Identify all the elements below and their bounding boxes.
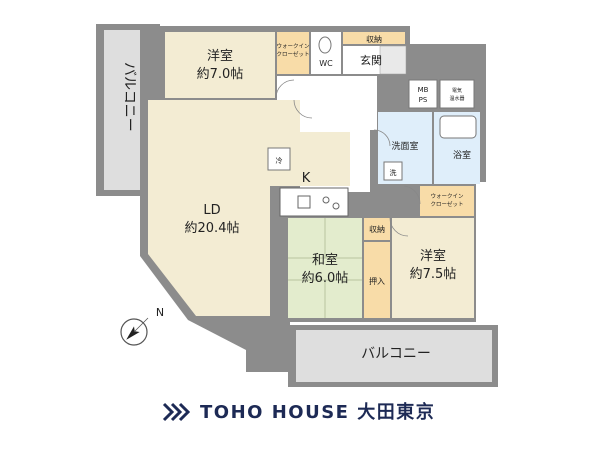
oshiire-label: 押入	[369, 276, 385, 286]
door-swings	[275, 79, 421, 237]
kitchen-counter	[279, 187, 349, 217]
room-western-right-size: 約7.5帖	[410, 267, 457, 282]
walkin-closet-top-line2: クローゼット	[276, 50, 309, 58]
fridge-label: 冷	[276, 156, 283, 165]
mbps-label-line2: PS	[419, 96, 428, 104]
tatami-lines	[288, 218, 362, 318]
stove-icon-2	[332, 202, 340, 210]
bathtub-icon	[439, 115, 477, 139]
room-entrance-name: 玄関	[360, 53, 382, 67]
walkin-closet-right-line2: クローゼット	[430, 200, 463, 208]
room-ld	[148, 100, 350, 316]
walkin-closet-right	[420, 186, 474, 216]
walkin-closet-right-line1: ウォークイン	[430, 192, 464, 200]
fridge-icon	[267, 147, 291, 171]
balcony-left-label: バルコニー	[121, 62, 137, 132]
stove-icon-1	[322, 196, 330, 204]
room-western-right-name: 洋室	[420, 248, 446, 264]
mbps-shaft	[408, 79, 438, 109]
sink-icon	[297, 195, 311, 209]
brand-footer: TOHO HOUSE 大田東京	[0, 392, 600, 432]
water-heater-line2: 温水器	[449, 95, 464, 102]
mbps-label-line1: MB	[418, 86, 429, 94]
storage-top	[343, 32, 405, 44]
brand-name: TOHO HOUSE 大田東京	[200, 402, 436, 423]
water-heater-line1: 電気	[452, 87, 462, 94]
water-heater	[439, 79, 475, 109]
balcony-bottom-label: バルコニー	[361, 346, 431, 362]
room-kitchen-name: K	[302, 171, 311, 186]
room-washroom-name: 洗面室	[391, 140, 418, 152]
room-ld-name: LD	[203, 203, 220, 218]
room-western-top	[165, 32, 275, 98]
washer-icon	[383, 161, 403, 181]
walkin-closet-top-line1: ウォークイン	[276, 42, 310, 50]
room-wc-name: WC	[319, 59, 333, 68]
storage-mid-label: 収納	[369, 224, 385, 234]
toilet-icon	[318, 36, 332, 54]
room-japanese-name: 和室	[312, 252, 338, 268]
room-japanese-size: 約6.0帖	[302, 271, 349, 286]
storage-top-label: 収納	[366, 34, 382, 44]
room-western-top-size: 約7.0帖	[197, 67, 244, 82]
washer-label: 洗	[390, 168, 397, 177]
compass-north-label: N	[156, 306, 164, 319]
brand-logo-icon	[162, 402, 190, 422]
balcony-bottom: バルコニー	[288, 325, 498, 387]
entrance-floor	[379, 45, 407, 75]
oshiire	[364, 242, 390, 318]
compass-icon	[120, 317, 149, 346]
storage-mid	[364, 218, 390, 240]
walkin-closet-top	[277, 32, 309, 74]
room-ld-size: 約20.4帖	[185, 221, 240, 236]
room-western-top-name: 洋室	[207, 48, 233, 64]
room-western-right	[392, 218, 474, 318]
room-bath-name: 浴室	[453, 149, 471, 161]
